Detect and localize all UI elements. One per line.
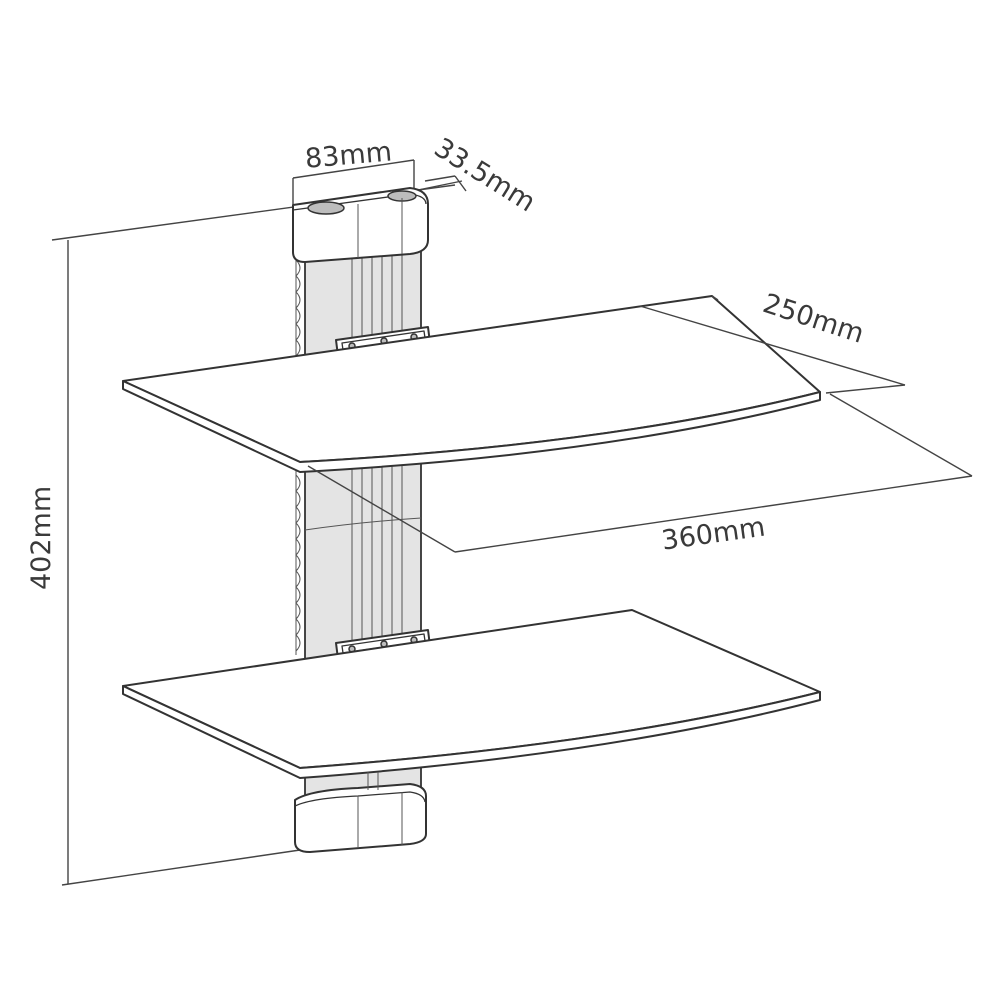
shelf-depth-tick	[711, 295, 719, 301]
clamp-depth-tick	[454, 175, 467, 192]
top-shelf-edge	[122, 380, 821, 473]
shelf-depth-dimension	[639, 295, 906, 394]
pole-cable-edge	[295, 474, 301, 652]
shelf-depth-extension	[825, 384, 906, 394]
clamp-depth-extension	[424, 175, 456, 182]
shelf-width-right-extension	[829, 393, 973, 477]
clamp-width-dimension	[292, 159, 415, 204]
bottom-shelf	[122, 609, 821, 779]
shelf-depth-line	[639, 305, 906, 386]
shelf-width-dimension-line	[454, 475, 973, 553]
clamp-width-label: 83mm	[303, 136, 394, 175]
bottom-clamp	[294, 772, 427, 853]
height-bottom-extension-line	[61, 849, 301, 886]
shelf-width-dimension	[307, 393, 973, 553]
top-shelf	[122, 295, 821, 473]
clamp-depth-dimension	[417, 175, 467, 192]
shelf-width-left-extension	[307, 465, 456, 553]
top-clamp	[292, 187, 429, 263]
pole-seam	[304, 517, 422, 531]
top-clamp-screw-left	[307, 201, 345, 215]
bottom-shelf-edge	[122, 685, 821, 779]
clamp-depth-line	[417, 180, 463, 191]
total-height-label: 402mm	[26, 485, 57, 590]
clamp-width-dimension-line	[292, 159, 415, 179]
